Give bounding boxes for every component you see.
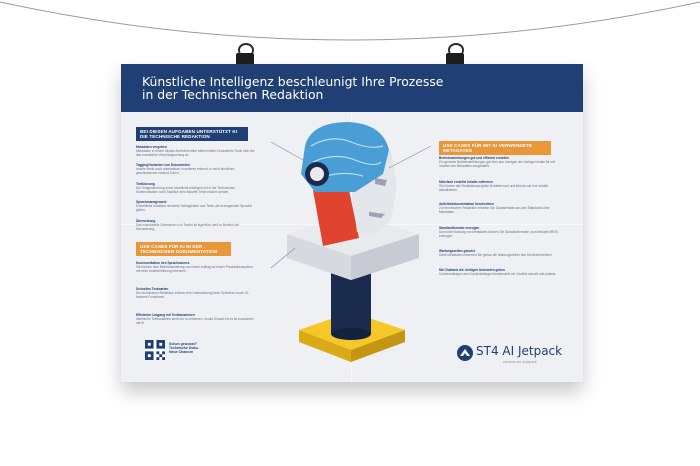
left-item-2: Tagging/Varianten von Dokumenten Inhalte… xyxy=(136,163,256,176)
item-heading: Mehrfach erstellte Inhalte entfernen xyxy=(439,180,493,184)
left-section-tag: BEI DIESEN AUFGABEN UNTERSTÜTZT KI DIE T… xyxy=(136,127,248,142)
right-section-tag: USE CASES FÜR MIT KI VERWENDETE METADATE… xyxy=(439,141,551,156)
item-heading: Sprachmanagement xyxy=(136,200,167,204)
item-body: Sie können eine Betriebsanleitung von ei… xyxy=(136,264,253,273)
left-lower-tag-line-2: TECHNISCHEN DOKUMENTATION xyxy=(140,249,218,255)
left-item-4: Sprachmanagement Einheitliche Inhaltlich… xyxy=(136,200,256,213)
left-lower-tag: USE CASES FÜR KI IN DER TECHNISCHEN DOKU… xyxy=(136,242,231,257)
item-heading: Kommunikation des Sprachraumes xyxy=(136,261,190,265)
item-body: Dank Metadaten erkennen Sie genau die Wa… xyxy=(439,252,553,257)
hanging-wire xyxy=(0,1,700,41)
brand-subline: schema st4 ai jetpack xyxy=(503,360,537,364)
item-heading: Wartungszeiten genutzt xyxy=(439,249,475,253)
left-lower-item-2: Schnelles Textwarten Die technischen Red… xyxy=(136,287,256,300)
item-body: Die Textgenerierung durch künstliche Int… xyxy=(136,185,236,194)
left-item-3: Textkürzung Die Textgenerierung durch kü… xyxy=(136,182,256,195)
pedestal-left-side xyxy=(299,330,351,362)
item-body: Ein genauer Betriebsanleitungen gut über… xyxy=(439,159,555,168)
right-item-3: Auftrittsdokumentation beschreiben Zur t… xyxy=(439,202,559,215)
pedestal-right-side xyxy=(351,330,405,362)
left-tag-line-1: BEI DIESEN AUFGABEN UNTERSTÜTZT KI xyxy=(140,128,238,134)
item-heading: Auftrittsdokumentation beschreiben xyxy=(439,202,494,206)
item-heading: Standardformate erzeugen xyxy=(439,226,480,230)
qr-caption-line-2: Technische Doku. xyxy=(169,346,199,351)
right-item-5: Wartungszeiten genutzt Dank Metadaten er… xyxy=(439,249,559,258)
item-heading: Betriebsanleitungen gut und effizient er… xyxy=(439,156,510,160)
item-body: Die technischen Redaktion erleben ihre U… xyxy=(136,290,250,299)
item-heading: Schnelles Textwarten xyxy=(136,287,169,291)
item-body: Das maschinelle Übersetzen von Texten is… xyxy=(136,222,240,231)
item-body: Kundenanfragen aus Kundendialogen beantw… xyxy=(439,271,557,276)
qr-caption-line-3: Neue Chancen xyxy=(169,350,194,355)
item-body: Inhalte direkt auch automatisch in ander… xyxy=(136,166,235,175)
qr-caption-line-1: Schon gewusst? xyxy=(169,342,197,346)
item-body: Durch die Nutzung von Metadaten können S… xyxy=(439,229,559,238)
brand-logo-icon xyxy=(457,345,473,361)
right-item-1: Betriebsanleitungen gut und effizient er… xyxy=(439,156,559,169)
brand-name: ST4 AI Jetpack xyxy=(476,344,563,358)
right-item-6: Mit Chatbots die richtigen Antworten geb… xyxy=(439,268,559,277)
item-body: Einheitliche Inhaltlich relevante Schlag… xyxy=(136,203,253,212)
left-item-5: Übersetzung Das maschinelle Übersetzen v… xyxy=(136,219,256,232)
item-heading: Textkürzung xyxy=(136,182,155,186)
poster: Künstliche Intelligenz beschleunigt Ihre… xyxy=(121,64,583,382)
poster-title: Künstliche Intelligenz beschleunigt Ihre… xyxy=(142,75,502,101)
item-body: Identische Textbausteine sieht nur zu er… xyxy=(136,316,254,325)
item-body: Zur technischen Redaktion erhalten Sie Z… xyxy=(439,205,550,214)
qr-code xyxy=(145,340,165,360)
right-item-2: Mehrfach erstellte Inhalte entfernen Sie… xyxy=(439,180,559,193)
left-lower-item-3: Effizienter Umgang mit Textbausteinen Id… xyxy=(136,313,256,326)
ai-head-illustration xyxy=(271,122,431,362)
left-lower-item-1: Kommunikation des Sprachraumes Sie könne… xyxy=(136,261,256,274)
item-body: Metadaten in einem Inhalte-Anreicherndem… xyxy=(136,148,255,157)
title-line-1: Künstliche Intelligenz beschleunigt Ihre… xyxy=(142,74,444,89)
title-line-2: in der Technischen Redaktion xyxy=(142,87,324,102)
left-tag-line-2: DIE TECHNISCHE REDAKTION xyxy=(140,134,210,140)
qr-caption: Schon gewusst? Technische Doku. Neue Cha… xyxy=(169,342,219,355)
item-heading: Übersetzung xyxy=(136,219,156,223)
item-body: Sie können alle Redaktionsprojekte Duble… xyxy=(439,183,549,192)
left-lower-tag-line-1: USE CASES FÜR KI IN DER xyxy=(140,243,203,249)
item-heading: Metadaten vergeben xyxy=(136,145,167,149)
right-item-4: Standardformate erzeugen Durch die Nutzu… xyxy=(439,226,559,239)
neck-red xyxy=(313,190,359,246)
poster-header: Künstliche Intelligenz beschleunigt Ihre… xyxy=(121,64,583,112)
item-heading: Mit Chatbots die richtigen Antworten geb… xyxy=(439,268,505,272)
item-heading: Effizienter Umgang mit Textbausteinen xyxy=(136,313,195,317)
left-item-1: Metadaten vergeben Metadaten in einem In… xyxy=(136,145,256,158)
item-heading: Tagging/Varianten von Dokumenten xyxy=(136,163,191,167)
